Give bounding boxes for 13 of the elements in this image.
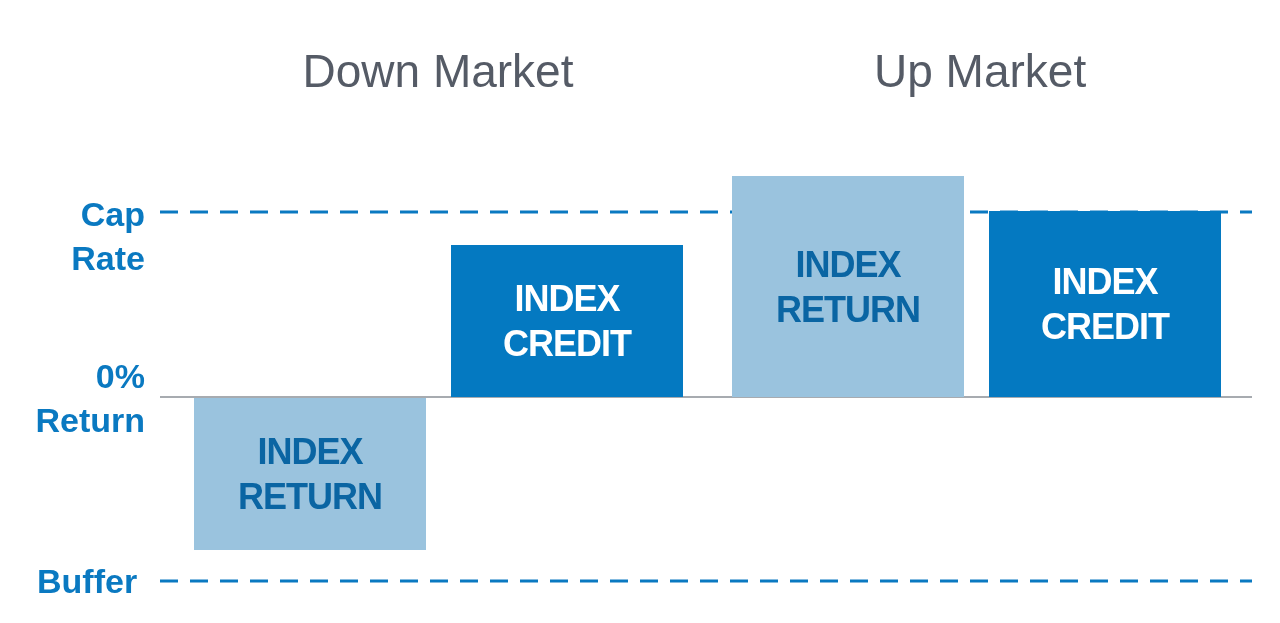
bar	[732, 176, 964, 397]
bar	[451, 245, 683, 397]
bar	[194, 398, 426, 550]
axis-label: Cap Rate	[70, 194, 145, 279]
bar-label: INDEX RETURN	[776, 242, 920, 332]
axis-label: 0% Return	[34, 356, 145, 441]
bar	[989, 211, 1221, 397]
axis-label: Buffer	[37, 561, 138, 602]
bar-label: INDEX CREDIT	[1040, 260, 1171, 349]
column-heading: Down Market	[302, 44, 574, 98]
bar-label: INDEX CREDIT	[502, 277, 633, 366]
column-heading: Up Market	[874, 44, 1087, 98]
bar-label: INDEX RETURN	[238, 430, 382, 519]
